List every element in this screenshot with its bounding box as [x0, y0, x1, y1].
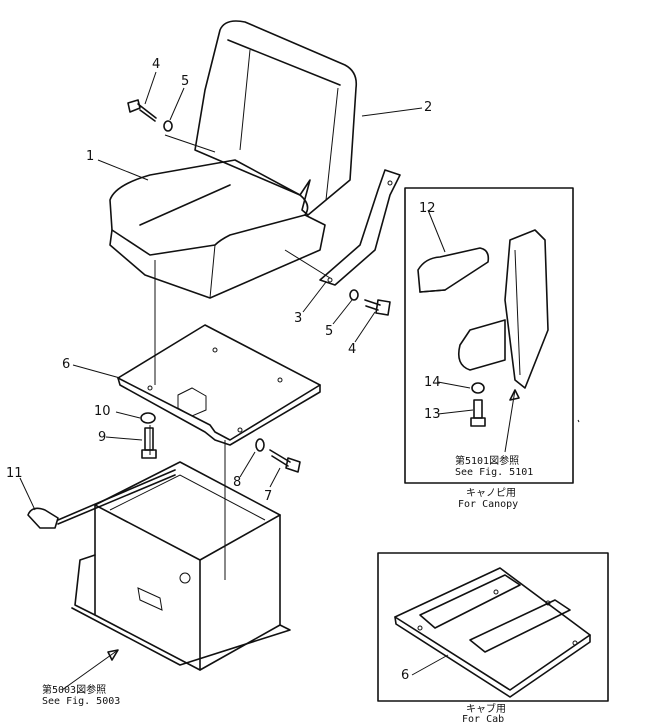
callout-14: 14 — [424, 375, 441, 390]
cab-label-jp: キャブ用 — [466, 704, 506, 715]
callout-3: 3 — [294, 311, 303, 326]
canopy-ref-en: See Fig. 5101 — [455, 467, 534, 478]
bolt-13 — [470, 399, 486, 427]
bolt-4-upper — [127, 99, 157, 122]
callout-13: 13 — [424, 407, 441, 422]
callout-5-lower: 5 — [325, 324, 334, 339]
callout-4-upper: 4 — [152, 57, 161, 72]
washer-8 — [255, 438, 265, 452]
seat-backrest — [194, 20, 358, 216]
callout-9: 9 — [98, 430, 107, 445]
canopy-inset-frame — [404, 187, 574, 484]
speck — [577, 419, 580, 423]
canopy-bracket-assembly — [417, 229, 549, 389]
callout-8: 8 — [233, 475, 242, 490]
washer-10 — [140, 412, 156, 424]
cab-inset-frame — [377, 552, 609, 702]
bolt-9 — [141, 427, 157, 459]
knob-11 — [27, 469, 176, 529]
callout-10: 10 — [94, 404, 111, 419]
seat-base-box — [71, 461, 291, 671]
leader-lines — [19, 71, 520, 691]
canopy-label-jp: キャノピ用 — [466, 488, 516, 499]
canopy-ref-jp: 第5101図参照 — [455, 456, 520, 467]
washer-14 — [471, 382, 485, 394]
seat-cushion — [109, 159, 326, 299]
callout-11: 11 — [6, 466, 23, 481]
mounting-plate — [117, 324, 321, 446]
cab-label-en: For Cab — [462, 714, 505, 725]
callout-2: 2 — [424, 100, 433, 115]
callout-5-upper: 5 — [181, 74, 190, 89]
callout-6-lower: 6 — [401, 668, 410, 683]
base-ref-jp: 第5003図参照 — [42, 685, 107, 696]
cab-plate — [394, 567, 591, 698]
bolt-7 — [269, 449, 301, 473]
base-ref-en: See Fig. 5003 — [42, 696, 121, 707]
callout-1: 1 — [86, 149, 95, 164]
bolt-4-lower — [364, 299, 391, 316]
canopy-label-en: For Canopy — [458, 499, 519, 510]
callout-12: 12 — [419, 201, 436, 216]
center-lines — [149, 134, 331, 580]
callout-6-upper: 6 — [62, 357, 71, 372]
callout-4-lower: 4 — [348, 342, 357, 357]
callout-7: 7 — [264, 489, 273, 504]
washer-5-lower — [349, 289, 359, 301]
seat-bracket — [319, 169, 401, 286]
washer-5-upper — [163, 120, 173, 132]
